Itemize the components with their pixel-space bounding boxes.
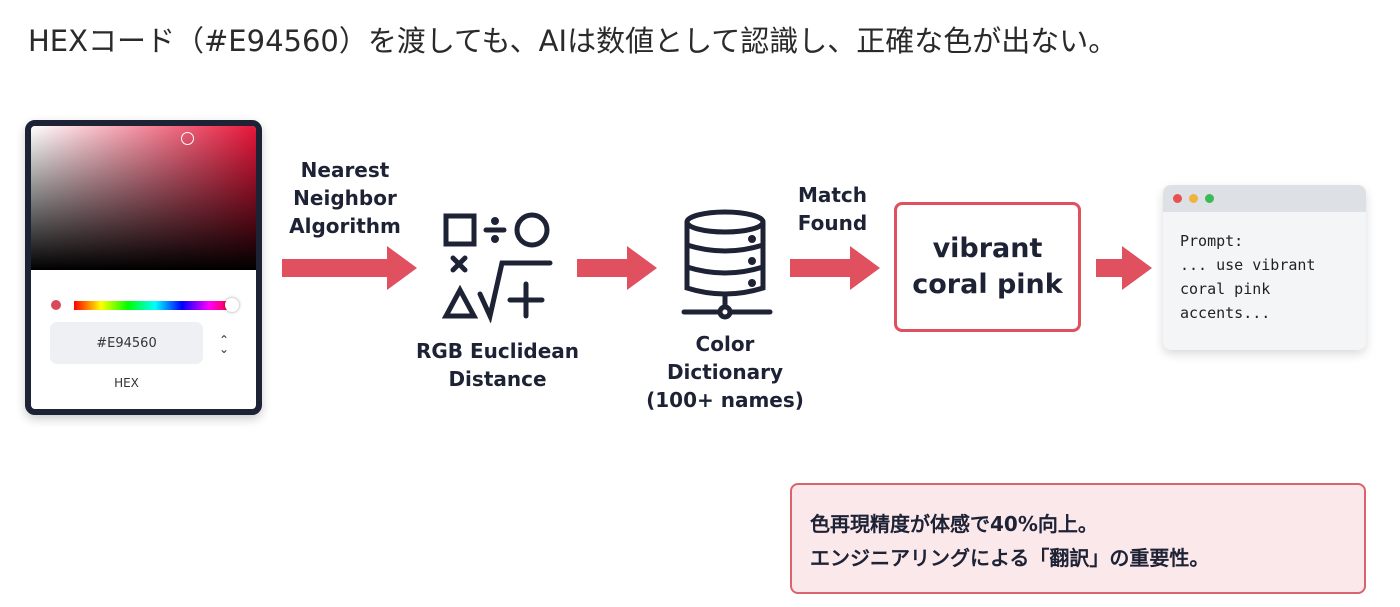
color-selector-knob[interactable]	[181, 132, 194, 145]
database-icon	[681, 209, 773, 320]
label-line: Distance	[448, 367, 547, 391]
hue-slider-handle[interactable]	[225, 298, 239, 312]
summary-callout: 色再現精度が体感で40%向上。 エンジニアリングによる「翻訳」の重要性。	[790, 483, 1366, 594]
prompt-line: coral pink	[1180, 280, 1271, 298]
prompt-line: accents...	[1180, 304, 1271, 322]
prompt-line: Prompt:	[1180, 232, 1244, 250]
color-swatch	[51, 300, 61, 310]
hue-slider[interactable]	[74, 301, 236, 310]
color-picker: #E94560 ⌃⌄ HEX	[25, 120, 262, 415]
arrow-icon	[577, 246, 657, 290]
callout-line: 色再現精度が体感で40%向上。	[810, 512, 1098, 536]
label-line: RGB Euclidean	[415, 339, 580, 363]
format-toggle-chevron-icon[interactable]: ⌃⌄	[219, 333, 230, 356]
match-found-label: Match Found	[775, 181, 890, 237]
prompt-line: ... use vibrant	[1180, 256, 1316, 274]
matched-color-name: vibrant coral pink	[894, 202, 1081, 332]
math-label: RGB Euclidean Distance	[405, 337, 590, 393]
label-line: Dictionary	[666, 360, 784, 384]
label-line: Found	[797, 211, 868, 235]
arrow-icon	[790, 246, 880, 290]
prompt-window: Prompt: ... use vibrant coral pink accents.…	[1163, 185, 1366, 350]
label-line: Nearest	[300, 158, 390, 182]
window-titlebar	[1163, 185, 1366, 212]
label-line: (100+ names)	[646, 388, 804, 412]
maximize-dot-icon[interactable]	[1205, 194, 1214, 203]
label-line: Neighbor	[293, 186, 397, 210]
arrow-icon	[1096, 246, 1152, 290]
prompt-text: Prompt: ... use vibrant coral pink accents.…	[1180, 229, 1315, 325]
dictionary-label: Color Dictionary (100+ names)	[630, 330, 820, 414]
close-dot-icon[interactable]	[1173, 194, 1182, 203]
hex-input[interactable]: #E94560	[50, 322, 203, 364]
algorithm-label: Nearest Neighbor Algorithm	[270, 156, 420, 240]
saturation-value-area[interactable]	[31, 126, 256, 270]
result-line: vibrant	[932, 233, 1043, 264]
format-label: HEX	[114, 376, 139, 390]
label-line: Match	[797, 183, 868, 207]
arrow-icon	[282, 246, 417, 290]
minimize-dot-icon[interactable]	[1189, 194, 1198, 203]
math-symbols-icon	[441, 212, 553, 323]
label-line: Algorithm	[289, 214, 401, 238]
result-line: coral pink	[912, 269, 1063, 300]
page-title: HEXコード（#E94560）を渡しても、AIは数値として認識し、正確な色が出な…	[28, 24, 1118, 58]
label-line: Color	[695, 332, 755, 356]
callout-line: エンジニアリングによる「翻訳」の重要性。	[810, 546, 1210, 570]
